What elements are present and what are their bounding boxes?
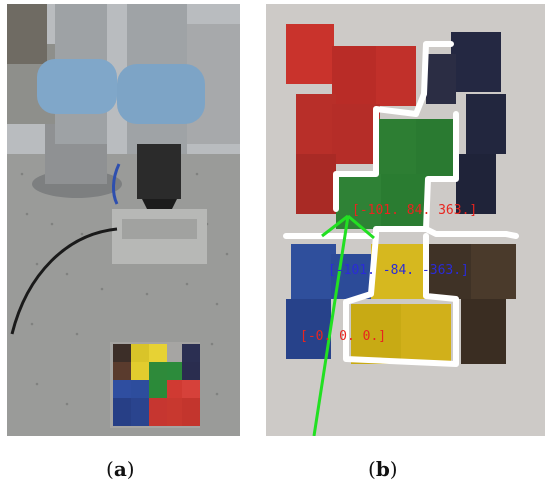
annotation-red-bottom: [-0. 0. 0.] [300, 329, 386, 344]
photo-blocks-annotated: [-101. 84. 363.] [-101. -84. -363.] [-0.… [266, 4, 545, 436]
caption-b: (b) [368, 457, 398, 481]
caption-letter-a: a [113, 457, 127, 481]
caption-a: (a) [106, 457, 135, 481]
annotation-blue-mid: [-101. -84. -363.] [328, 263, 469, 278]
arrow-line [312, 215, 350, 436]
annotation-red-top: [-101. 84. 363.] [352, 203, 477, 218]
robot-arm-image [7, 4, 240, 436]
caption-letter-b: b [375, 457, 390, 481]
photo-robot-arm [7, 4, 240, 436]
annotated-blocks-image: [-101. 84. 363.] [-101. -84. -363.] [-0.… [266, 4, 545, 436]
